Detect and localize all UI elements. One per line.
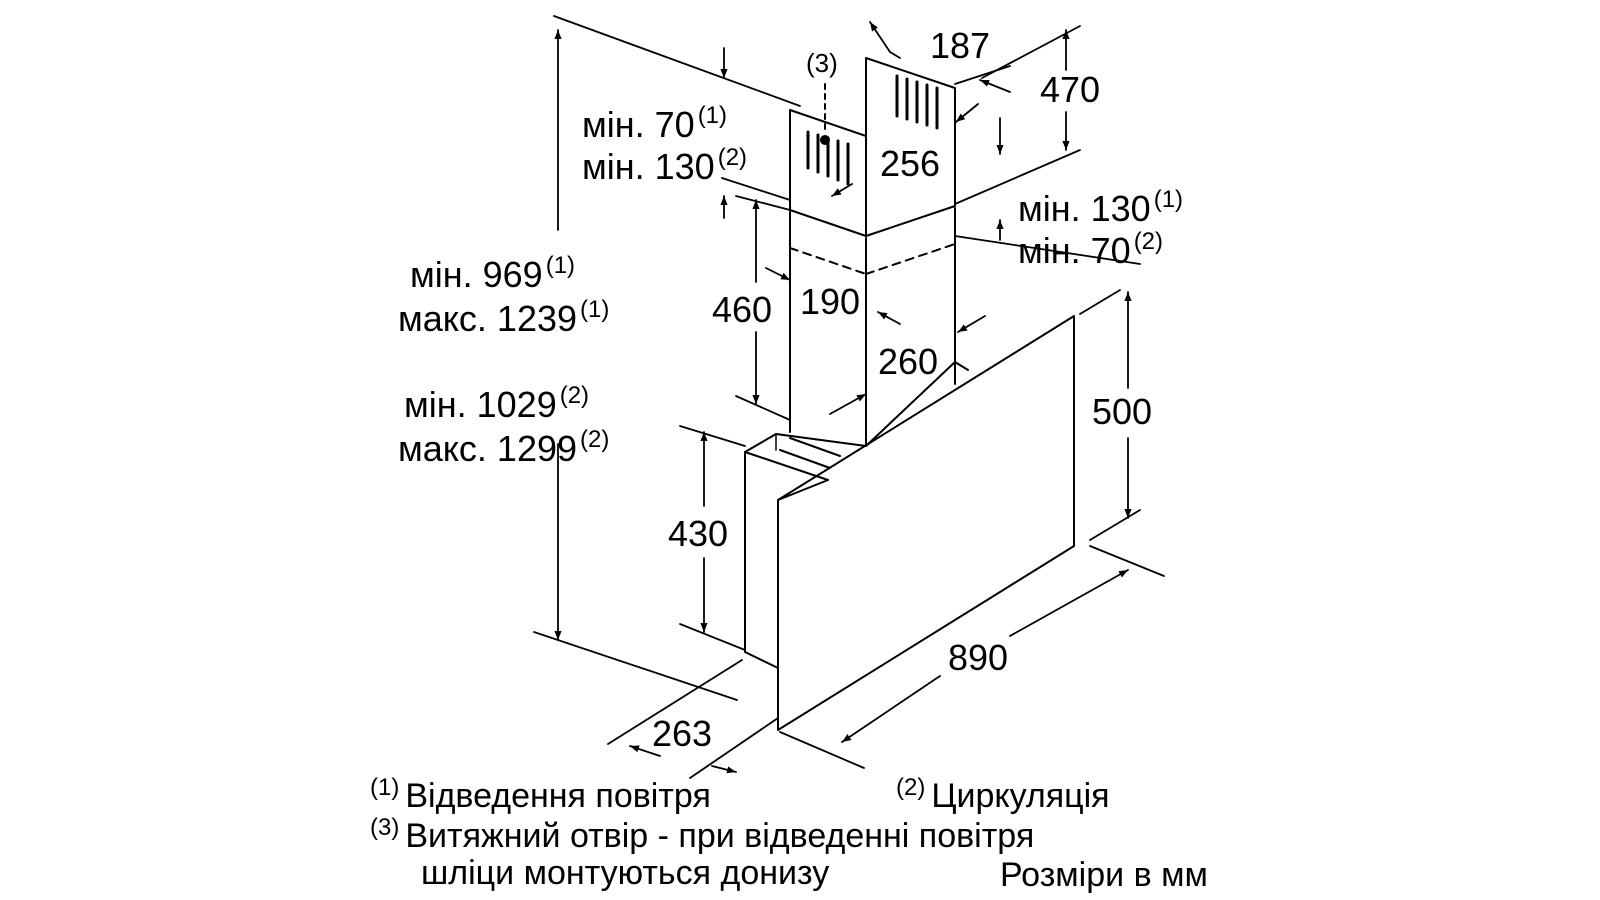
dim-187: 187 xyxy=(930,25,991,66)
height-exhaust-max: макс. 1239(1) xyxy=(398,298,609,337)
height-exhaust-min-note: (1) xyxy=(545,252,576,279)
dimension-lines xyxy=(533,15,1165,779)
gap-right-line1: мін. 130(1) xyxy=(1018,188,1183,227)
height-exhaust-min: мін. 969(1) xyxy=(410,254,575,293)
height-recirc-max-note: (2) xyxy=(580,426,610,453)
legend-item-2-number: (2) xyxy=(896,774,926,801)
dim-190: 190 xyxy=(800,281,861,322)
height-exhaust-max-note: (1) xyxy=(580,296,610,323)
gap-right-line2: мін. 70(2) xyxy=(1018,230,1163,269)
legend-item-3-number: (3) xyxy=(370,814,400,841)
dim-260: 260 xyxy=(878,341,939,382)
dim-890: 890 xyxy=(948,637,1009,678)
gap-top-note2: (2) xyxy=(717,144,748,171)
dim-470: 470 xyxy=(1040,69,1101,110)
legend-item-3-line2: шліци монтуються донизу xyxy=(421,854,830,892)
gap-right-note2: (2) xyxy=(1133,228,1164,255)
vent-slots-right xyxy=(895,74,939,130)
gap-top-note1: (1) xyxy=(697,102,728,129)
dim-500: 500 xyxy=(1092,391,1153,432)
chimney-upper xyxy=(789,57,956,237)
dim-263: 263 xyxy=(652,713,713,754)
exhaust-opening-marker xyxy=(820,135,830,145)
gap-top-value1: мін. 70 xyxy=(582,104,695,145)
height-exhaust-min-value: мін. 969 xyxy=(410,254,543,295)
height-recirc-max-value: макс. 1299 xyxy=(398,428,578,469)
legend-item-3: (3)Витяжний отвір - при відведенні повіт… xyxy=(370,814,1035,855)
gap-right-value2: мін. 70 xyxy=(1018,230,1131,271)
legend-item-2-text: Циркуляція xyxy=(931,777,1110,815)
glass-panel xyxy=(777,315,1075,731)
callout-3-label: (3) xyxy=(806,48,838,78)
legend-item-1-text: Відведення повітря xyxy=(405,777,711,815)
dim-256: 256 xyxy=(880,143,941,184)
legend-item-3-text-line1: Витяжний отвір - при відведенні повітря xyxy=(405,817,1035,855)
height-recirc-min-value: мін. 1029 xyxy=(404,384,557,425)
dim-430: 430 xyxy=(668,513,729,554)
height-recirc-max: макс. 1299(2) xyxy=(398,428,609,467)
height-recirc-min: мін. 1029(2) xyxy=(404,384,589,423)
legend-item-2: (2)Циркуляція xyxy=(896,774,1110,815)
vent-slots-left xyxy=(806,130,850,186)
legend-item-1: (1)Відведення повітря xyxy=(370,774,711,815)
gap-top-value2: мін. 130 xyxy=(582,146,715,187)
height-exhaust-max-value: макс. 1239 xyxy=(398,298,578,339)
dim-460: 460 xyxy=(712,289,773,330)
height-recirc-min-note: (2) xyxy=(559,382,590,409)
gap-top-line2: мін. 130(2) xyxy=(582,146,747,185)
chimney-lower xyxy=(789,207,956,447)
gap-right-note1: (1) xyxy=(1153,186,1184,213)
gap-right-value1: мін. 130 xyxy=(1018,188,1151,229)
gap-top-line1: мін. 70(1) xyxy=(582,104,727,143)
hood-body xyxy=(744,315,1075,731)
units-note: Розміри в мм xyxy=(1000,856,1208,894)
legend-item-1-number: (1) xyxy=(370,774,400,801)
